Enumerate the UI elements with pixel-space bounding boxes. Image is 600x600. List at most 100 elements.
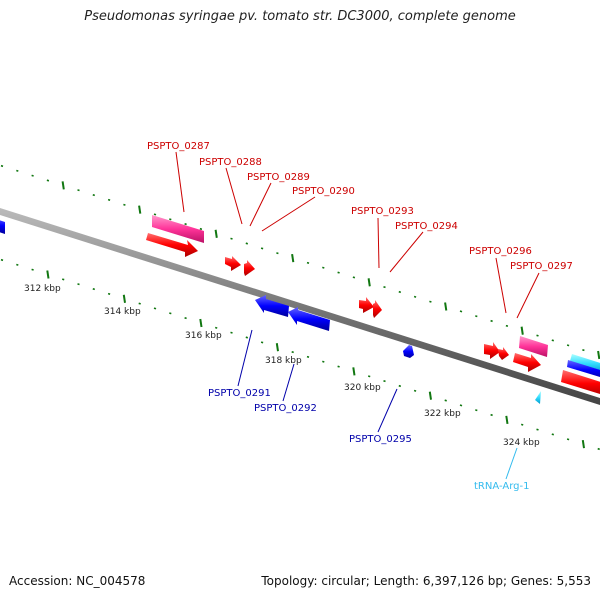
outer-track-minor-tick — [322, 266, 325, 269]
outer-track-minor-tick — [352, 276, 356, 279]
gene-PSPTO_0294[interactable] — [484, 342, 500, 359]
leader-line-PSPTO_0290 — [261, 196, 316, 232]
outer-track-minor-tick — [0, 164, 4, 168]
outer-track-minor-tick — [260, 247, 264, 250]
inner-track-minor-tick — [322, 360, 325, 363]
outer-track-major-tick — [367, 278, 371, 287]
scale-label-314kbp: 314 kbp — [104, 307, 141, 317]
accession-text: Accession: NC_004578 — [9, 574, 146, 588]
label-PSPTO_0293[interactable]: PSPTO_0293 — [351, 206, 414, 217]
inner-track-minor-tick — [398, 384, 402, 388]
inner-track-minor-tick — [245, 336, 249, 339]
label-PSPTO_0295[interactable]: PSPTO_0295 — [349, 434, 412, 445]
forward-gene-right-edge[interactable] — [561, 370, 600, 397]
label-PSPTO_0289[interactable]: PSPTO_0289 — [247, 172, 310, 183]
inner-track-major-tick — [428, 391, 432, 400]
inner-track-minor-tick — [61, 278, 65, 281]
scale-label-318kbp: 318 kbp — [265, 356, 302, 366]
inner-track-minor-tick — [184, 317, 187, 320]
outer-track-minor-tick — [199, 227, 203, 231]
leader-line-PSPTO_0294 — [389, 231, 424, 273]
inner-track-major-tick — [581, 439, 585, 449]
inner-track-minor-tick — [169, 312, 172, 315]
reverse-gene-right-edge[interactable] — [567, 360, 600, 380]
outer-track-minor-tick — [582, 349, 585, 352]
outer-track-minor-tick — [31, 174, 34, 177]
outer-track-minor-tick — [46, 179, 50, 182]
gene-PSPTO_0293[interactable] — [373, 300, 382, 318]
inner-track-minor-tick — [413, 389, 417, 392]
outer-track-minor-tick — [276, 252, 279, 255]
genome-summary-text: Topology: circular; Length: 6,397,126 bp… — [261, 574, 591, 588]
inner-track-minor-tick — [566, 438, 570, 441]
label-PSPTO_0294[interactable]: PSPTO_0294 — [395, 221, 458, 232]
map-title: Pseudomonas syringae pv. tomato str. DC3… — [84, 9, 516, 24]
outer-track-minor-tick — [505, 324, 509, 327]
label-tRNA_Arg_1[interactable]: tRNA-Arg-1 — [474, 481, 529, 492]
label-PSPTO_0292[interactable]: PSPTO_0292 — [254, 403, 317, 414]
leader-line-PSPTO_0292 — [282, 363, 295, 402]
label-PSPTO_0297[interactable]: PSPTO_0297 — [510, 261, 573, 272]
inner-track-major-tick — [122, 294, 126, 303]
outer-track-minor-tick — [459, 310, 463, 313]
reverse-gene-left-edge[interactable] — [0, 217, 5, 234]
inner-track-minor-tick — [92, 288, 96, 291]
gene-PSPTO_0291[interactable] — [255, 295, 289, 317]
inner-track-minor-tick — [214, 326, 218, 329]
inner-track-minor-tick — [138, 302, 141, 305]
inner-track-minor-tick — [459, 404, 463, 407]
gene-PSPTO_0292[interactable] — [288, 307, 330, 331]
outer-track-major-tick — [61, 181, 65, 190]
gene-PSPTO_0287-second-feature[interactable] — [146, 233, 198, 257]
gene-PSPTO_0288[interactable] — [225, 256, 241, 271]
inner-track-minor-tick — [551, 433, 555, 436]
inner-track-minor-tick — [520, 423, 524, 426]
inner-track-major-tick — [275, 343, 279, 352]
inner-track-minor-tick — [367, 375, 371, 378]
outer-track-minor-tick — [398, 290, 402, 294]
inner-track-minor-tick — [230, 331, 233, 334]
inner-track-minor-tick — [291, 351, 294, 354]
inner-track-minor-tick — [31, 268, 34, 271]
outer-track-minor-tick — [306, 261, 310, 264]
leader-line-PSPTO_0296 — [495, 257, 507, 314]
inner-track-minor-tick — [16, 263, 19, 266]
outer-track-minor-tick — [551, 339, 555, 342]
gene-PSPTO_0289[interactable] — [244, 260, 255, 276]
outer-track-minor-tick — [169, 218, 172, 221]
rna-gene-right-edge[interactable] — [570, 354, 600, 373]
leader-line-PSPTO_0291 — [237, 329, 253, 387]
outer-track-minor-tick — [107, 198, 111, 201]
outer-track-minor-tick — [245, 242, 249, 245]
outer-track-major-tick — [444, 302, 448, 311]
label-PSPTO_0291[interactable]: PSPTO_0291 — [208, 388, 271, 399]
outer-track-major-tick — [520, 326, 524, 335]
outer-track-major-tick — [138, 205, 142, 214]
scale-label-322kbp: 322 kbp — [424, 409, 461, 419]
outer-track-minor-tick — [383, 286, 386, 289]
gene-PSPTO_0290[interactable] — [359, 297, 374, 313]
outer-track-minor-tick — [230, 237, 233, 240]
outer-track-major-tick — [214, 229, 218, 238]
gene-PSPTO_0295[interactable] — [403, 345, 414, 358]
leader-line-PSPTO_0288 — [225, 167, 243, 225]
label-PSPTO_0288[interactable]: PSPTO_0288 — [199, 157, 262, 168]
label-PSPTO_0287[interactable]: PSPTO_0287 — [147, 141, 210, 152]
inner-track-minor-tick — [0, 258, 4, 262]
inner-track-minor-tick — [153, 307, 157, 310]
label-PSPTO_0290[interactable]: PSPTO_0290 — [292, 186, 355, 197]
gene-PSPTO_0297[interactable] — [513, 353, 541, 372]
scale-label-312kbp: 312 kbp — [24, 284, 61, 294]
inner-track-minor-tick — [475, 409, 478, 412]
gene-PSPTO_0297-second-feature[interactable] — [498, 347, 509, 360]
outer-track-minor-tick — [429, 300, 432, 303]
inner-track-major-tick — [46, 270, 50, 279]
gene-tRNA_Arg_1[interactable] — [535, 391, 541, 404]
gene-PSPTO_0296[interactable] — [519, 336, 548, 357]
label-PSPTO_0296[interactable]: PSPTO_0296 — [469, 246, 532, 257]
gene-PSPTO_0287[interactable] — [152, 215, 204, 243]
leader-line-PSPTO_0289 — [249, 182, 272, 227]
inner-track-minor-tick — [444, 399, 447, 402]
outer-track-minor-tick — [153, 213, 157, 216]
